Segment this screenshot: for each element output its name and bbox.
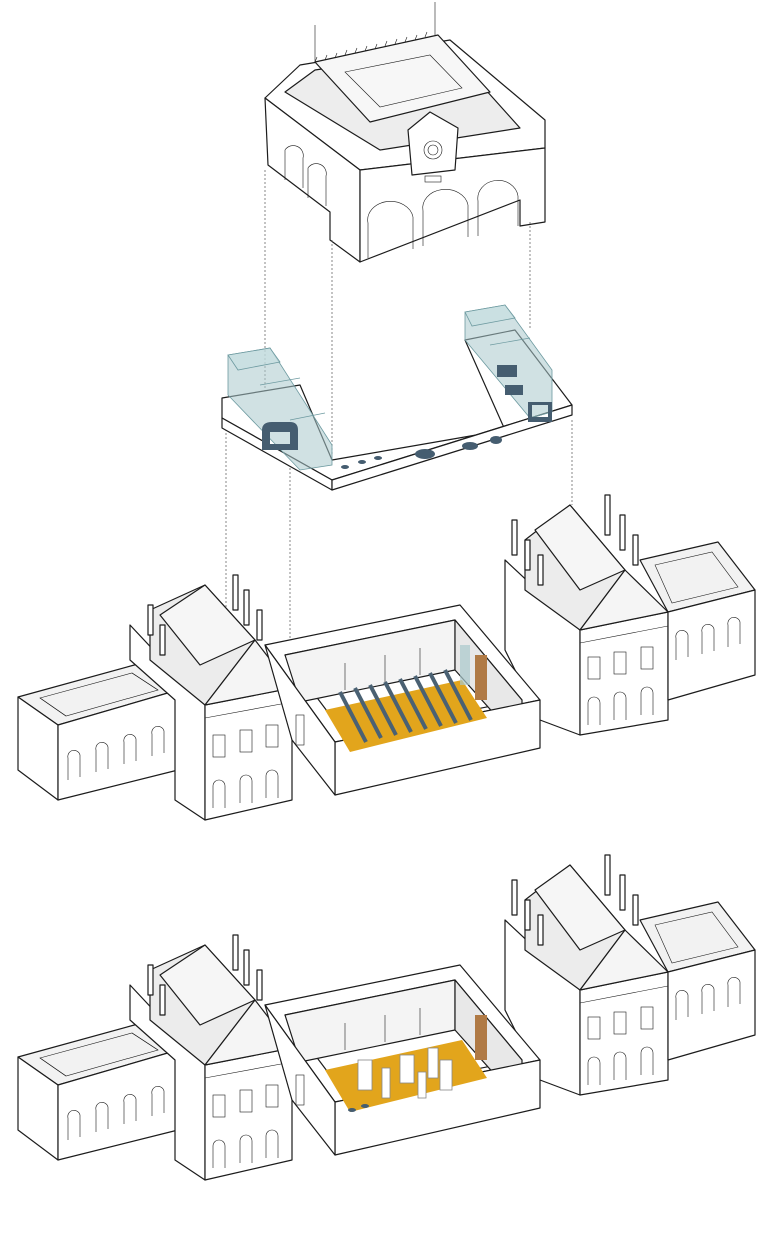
mezzanine-floor-plate: [221, 304, 573, 491]
desk: [505, 385, 523, 395]
glass-volume-right: [464, 304, 553, 419]
stool: [341, 465, 349, 469]
desk: [497, 365, 517, 377]
sofa: [490, 436, 502, 444]
tables: [348, 1104, 369, 1112]
sofa: [415, 449, 435, 459]
glass-volume-left: [227, 347, 333, 471]
seating-unit: [528, 402, 552, 422]
furniture: [262, 365, 552, 469]
date-plaque: [424, 175, 442, 183]
exhibition-panels: [357, 1047, 453, 1099]
stool: [374, 456, 382, 460]
stool: [358, 460, 366, 464]
seating-rows: [338, 669, 473, 743]
building-exhibition-layout: [17, 854, 756, 1181]
building-seating-layout: [17, 494, 756, 821]
wood-panel: [475, 1015, 487, 1060]
glass-screen: [460, 645, 470, 685]
lounge-booth: [262, 422, 298, 450]
floor-yellow: [325, 680, 487, 752]
roof-pavilion: [264, 2, 546, 263]
wood-panel: [475, 655, 487, 700]
sofa: [462, 442, 478, 450]
